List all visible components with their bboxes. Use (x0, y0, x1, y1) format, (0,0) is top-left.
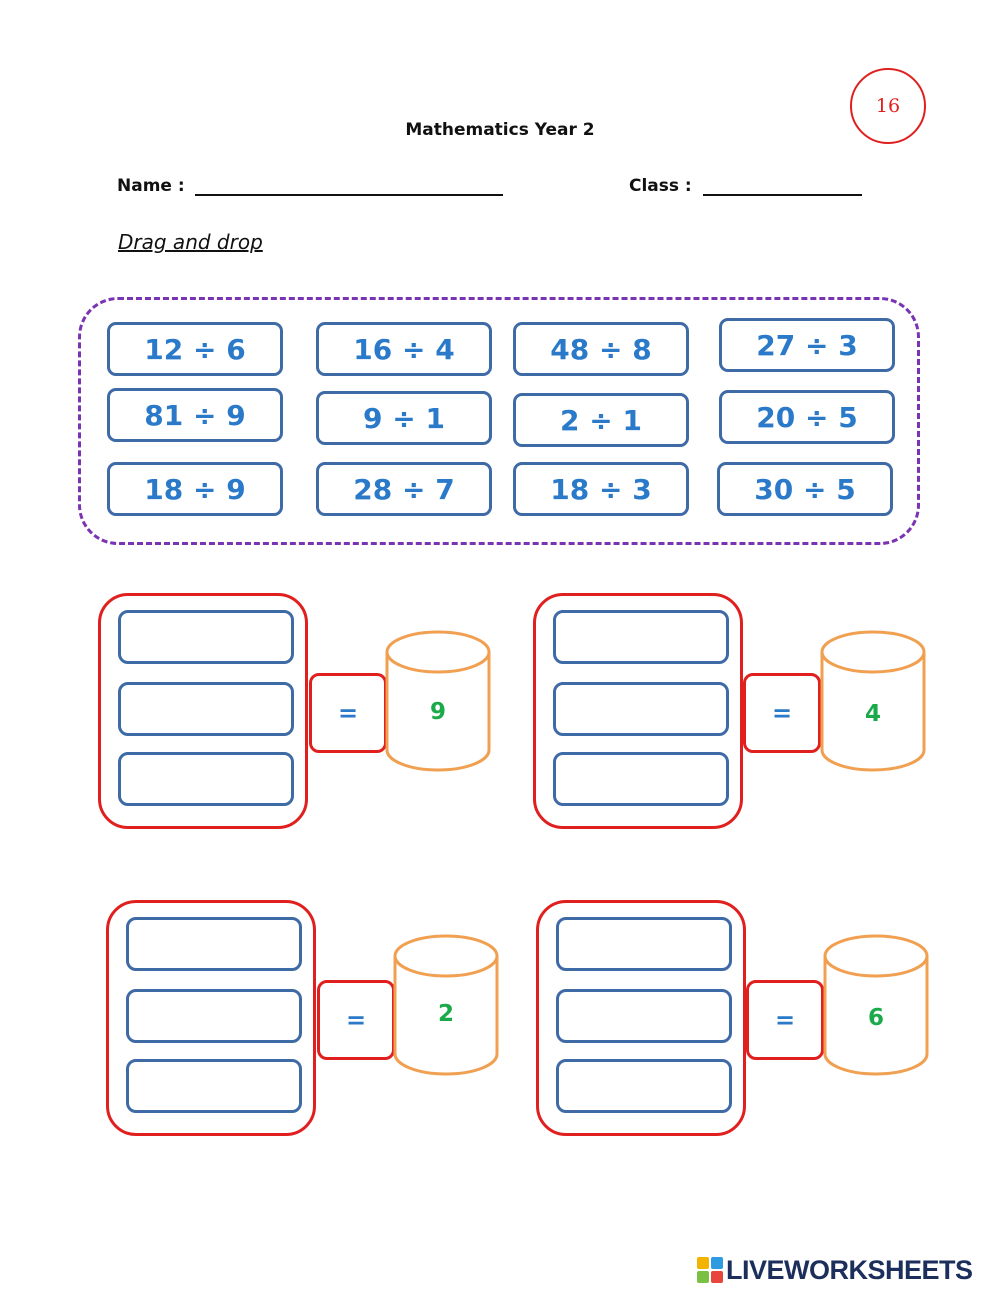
drop-slot[interactable] (126, 989, 302, 1043)
tile-2-div-1[interactable]: 2 ÷ 1 (513, 393, 689, 447)
tile-16-div-4[interactable]: 16 ÷ 4 (316, 322, 492, 376)
tile-18-div-9[interactable]: 18 ÷ 9 (107, 462, 283, 516)
liveworksheets-logo-icon (697, 1257, 723, 1283)
drop-slot[interactable] (126, 917, 302, 971)
answer-value: 2 (437, 1001, 454, 1027)
answer-value: 4 (864, 701, 881, 727)
drop-slot[interactable] (118, 752, 294, 806)
answer-cylinder-icon (385, 630, 491, 772)
drop-slot[interactable] (126, 1059, 302, 1113)
class-label: Class : (629, 176, 692, 196)
name-field[interactable] (195, 194, 503, 196)
tile-30-div-5[interactable]: 30 ÷ 5 (717, 462, 893, 516)
answer-value: 6 (867, 1005, 884, 1031)
drop-slot[interactable] (553, 752, 729, 806)
tile-48-div-8[interactable]: 48 ÷ 8 (513, 322, 689, 376)
logo-text: LIVEWORKSHEETS (726, 1254, 973, 1285)
tile-12-div-6[interactable]: 12 ÷ 6 (107, 322, 283, 376)
drop-slot[interactable] (556, 1059, 732, 1113)
tile-20-div-5[interactable]: 20 ÷ 5 (719, 390, 895, 444)
tile-9-div-1[interactable]: 9 ÷ 1 (316, 391, 492, 445)
drop-slot[interactable] (556, 989, 732, 1043)
answer-cylinder-icon (823, 934, 929, 1076)
class-field[interactable] (703, 194, 862, 196)
tile-27-div-3[interactable]: 27 ÷ 3 (719, 318, 895, 372)
name-label: Name : (117, 176, 185, 196)
drop-slot[interactable] (553, 610, 729, 664)
tile-81-div-9[interactable]: 81 ÷ 9 (107, 388, 283, 442)
page-number: 16 (875, 95, 901, 117)
tile-18-div-3[interactable]: 18 ÷ 3 (513, 462, 689, 516)
answer-cylinder-icon (820, 630, 926, 772)
equals-box: = (746, 980, 824, 1060)
liveworksheets-logo: LIVEWORKSHEETS (697, 1255, 973, 1285)
worksheet-title: Mathematics Year 2 (405, 120, 595, 140)
page-number-badge: 16 (850, 68, 926, 144)
drop-slot[interactable] (118, 682, 294, 736)
equals-box: = (743, 673, 821, 753)
equals-box: = (317, 980, 395, 1060)
tile-bank (78, 297, 920, 545)
answer-cylinder-icon (393, 934, 499, 1076)
equals-box: = (309, 673, 387, 753)
drop-slot[interactable] (556, 917, 732, 971)
drop-slot[interactable] (118, 610, 294, 664)
tile-28-div-7[interactable]: 28 ÷ 7 (316, 462, 492, 516)
instruction-text: Drag and drop (118, 230, 263, 254)
drop-slot[interactable] (553, 682, 729, 736)
answer-value: 9 (429, 699, 446, 725)
